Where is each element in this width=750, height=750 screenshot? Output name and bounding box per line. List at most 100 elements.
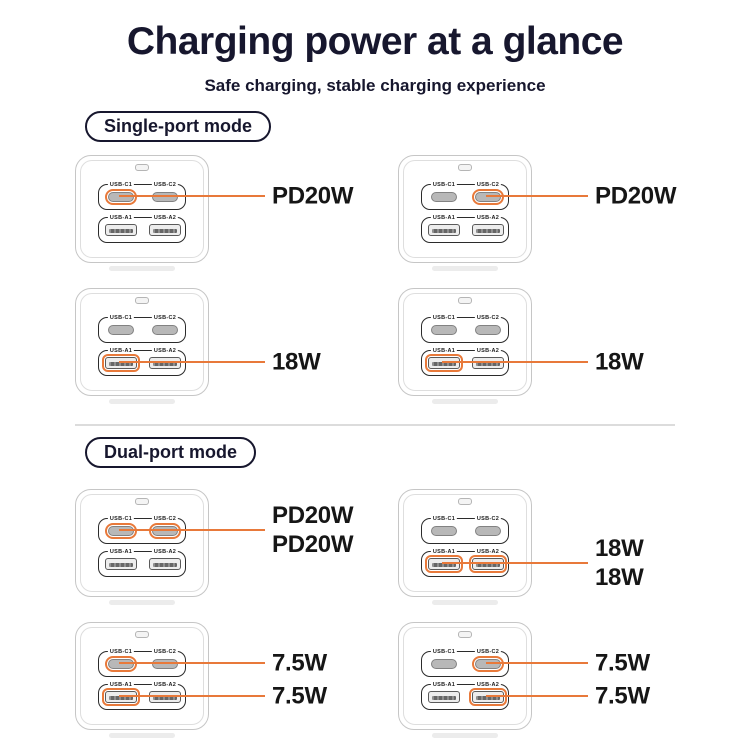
charger-reflection xyxy=(432,600,498,605)
charger-figure-single-c2: USB-C1 USB-C2 USB-A1 USB-A2 xyxy=(396,153,538,275)
led-indicator xyxy=(458,164,472,171)
power-label: 18W xyxy=(595,348,644,376)
charger-front: USB-C1 USB-C2 USB-A1 USB-A2 xyxy=(73,487,211,605)
charger-figure-single-a1-left: USB-C1 USB-C2 USB-A1 USB-A2 xyxy=(73,286,215,408)
usba2-label: USB-A2 xyxy=(474,346,502,355)
annotation-line xyxy=(442,562,588,564)
usbc-panel: USB-C1 USB-C2 xyxy=(98,514,186,544)
charger-face xyxy=(403,160,527,258)
usba-panel: USB-A1 USB-A2 xyxy=(98,213,186,243)
usbc-panel: USB-C1 USB-C2 xyxy=(98,313,186,343)
power-label-stack: 18W 18W xyxy=(595,534,644,592)
usb-tongue xyxy=(153,696,177,700)
usb-a1-port xyxy=(425,555,463,573)
page-subtitle: Safe charging, stable charging experienc… xyxy=(204,76,546,95)
usb-tongue xyxy=(432,696,456,700)
charger-front: USB-C1 USB-C2 USB-A1 USB-A2 xyxy=(396,620,534,738)
led-indicator xyxy=(135,164,149,171)
charger-reflection xyxy=(432,733,498,738)
usb-a2-port xyxy=(149,558,181,570)
usba1-label: USB-A1 xyxy=(107,346,135,355)
annotation-line xyxy=(486,695,588,697)
usba-panel: USB-A1 USB-A2 xyxy=(98,346,186,376)
charger-front: USB-C1 USB-C2 USB-A1 USB-A2 xyxy=(396,487,534,605)
usba1-label: USB-A1 xyxy=(107,213,135,222)
charger-face xyxy=(80,627,204,725)
usba1-label: USB-A1 xyxy=(430,346,458,355)
usb-tongue xyxy=(476,229,500,233)
usbc2-label: USB-C2 xyxy=(151,313,179,322)
power-label: PD20W xyxy=(272,502,354,529)
usb-c2-port xyxy=(149,523,181,539)
charger-figure-dual-c1a1: USB-C1 USB-C2 USB-A1 USB-A2 xyxy=(73,620,215,742)
usb-a2-port xyxy=(149,224,181,236)
usbc1-label: USB-C1 xyxy=(430,514,458,523)
usba2-label: USB-A2 xyxy=(151,213,179,222)
power-label: 18W xyxy=(272,348,321,376)
charger-front: USB-C1 USB-C2 USB-A1 USB-A2 xyxy=(396,286,534,404)
usb-c1-port xyxy=(105,656,137,672)
usba-panel: USB-A1 USB-A2 xyxy=(98,680,186,710)
usb-c1-port xyxy=(431,325,457,335)
usba1-label: USB-A1 xyxy=(430,213,458,222)
annotation-line xyxy=(119,361,265,363)
dual-port-mode-badge: Dual-port mode xyxy=(85,437,256,468)
power-label: PD20W xyxy=(272,531,354,558)
power-label: 18W xyxy=(595,535,644,562)
usbc-panel: USB-C1 USB-C2 xyxy=(98,180,186,210)
usba-panel: USB-A1 USB-A2 xyxy=(421,213,509,243)
usbc2-label: USB-C2 xyxy=(474,313,502,322)
usb-a1-port xyxy=(105,558,137,570)
usb-c1-port xyxy=(108,325,134,335)
usbc2-label: USB-C2 xyxy=(474,514,502,523)
power-label: 7.5W xyxy=(272,682,327,710)
led-indicator xyxy=(135,498,149,505)
usb-c1-port xyxy=(431,659,457,669)
power-label: 7.5W xyxy=(272,649,327,677)
usbc1-label: USB-C1 xyxy=(430,647,458,656)
usb-c2-port xyxy=(152,659,178,669)
usb-c2-port xyxy=(152,192,178,202)
charger-figure-single-a1-right: USB-C1 USB-C2 USB-A1 USB-A2 xyxy=(396,286,538,408)
led-indicator xyxy=(135,631,149,638)
charger-front: USB-C1 USB-C2 USB-A1 USB-A2 xyxy=(73,286,211,404)
power-label: PD20W xyxy=(595,182,677,210)
usb-a2-port xyxy=(469,688,507,706)
charger-figure-single-c1: USB-C1 USB-C2 USB-A1 USB-A2 xyxy=(73,153,215,275)
usbc1-label: USB-C1 xyxy=(107,313,135,322)
usb-c2-port xyxy=(475,325,501,335)
charger-reflection xyxy=(432,399,498,404)
usb-a1-port xyxy=(425,354,463,372)
usba2-label: USB-A2 xyxy=(151,547,179,556)
usb-a2-port xyxy=(149,691,181,703)
usbc2-label: USB-C2 xyxy=(151,514,179,523)
annotation-line xyxy=(119,529,265,531)
annotation-line xyxy=(119,695,265,697)
usb-a2-port xyxy=(472,357,504,369)
usb-tongue xyxy=(476,362,500,366)
usbc2-label: USB-C2 xyxy=(151,647,179,656)
usbc-panel: USB-C1 USB-C2 xyxy=(421,514,509,544)
charger-front: USB-C1 USB-C2 USB-A1 USB-A2 xyxy=(73,153,211,271)
usb-c2-port xyxy=(472,656,504,672)
charger-figure-dual-c1c2: USB-C1 USB-C2 USB-A1 USB-A2 xyxy=(73,487,215,609)
usb-a1-port xyxy=(105,224,137,236)
charger-reflection xyxy=(109,733,175,738)
usba2-label: USB-A2 xyxy=(474,213,502,222)
led-indicator xyxy=(458,631,472,638)
usbc1-label: USB-C1 xyxy=(107,180,135,189)
usbc2-label: USB-C2 xyxy=(474,647,502,656)
power-label: 7.5W xyxy=(595,682,650,710)
annotation-line xyxy=(486,662,588,664)
charger-reflection xyxy=(109,399,175,404)
usb-a2-port xyxy=(149,357,181,369)
usb-c2-port xyxy=(475,526,501,536)
usbc1-label: USB-C1 xyxy=(430,313,458,322)
usbc-panel: USB-C1 USB-C2 xyxy=(421,647,509,677)
usb-tongue xyxy=(432,229,456,233)
usbc1-label: USB-C1 xyxy=(107,647,135,656)
usbc-panel: USB-C1 USB-C2 xyxy=(98,647,186,677)
usbc1-label: USB-C1 xyxy=(107,514,135,523)
usbc2-label: USB-C2 xyxy=(474,180,502,189)
